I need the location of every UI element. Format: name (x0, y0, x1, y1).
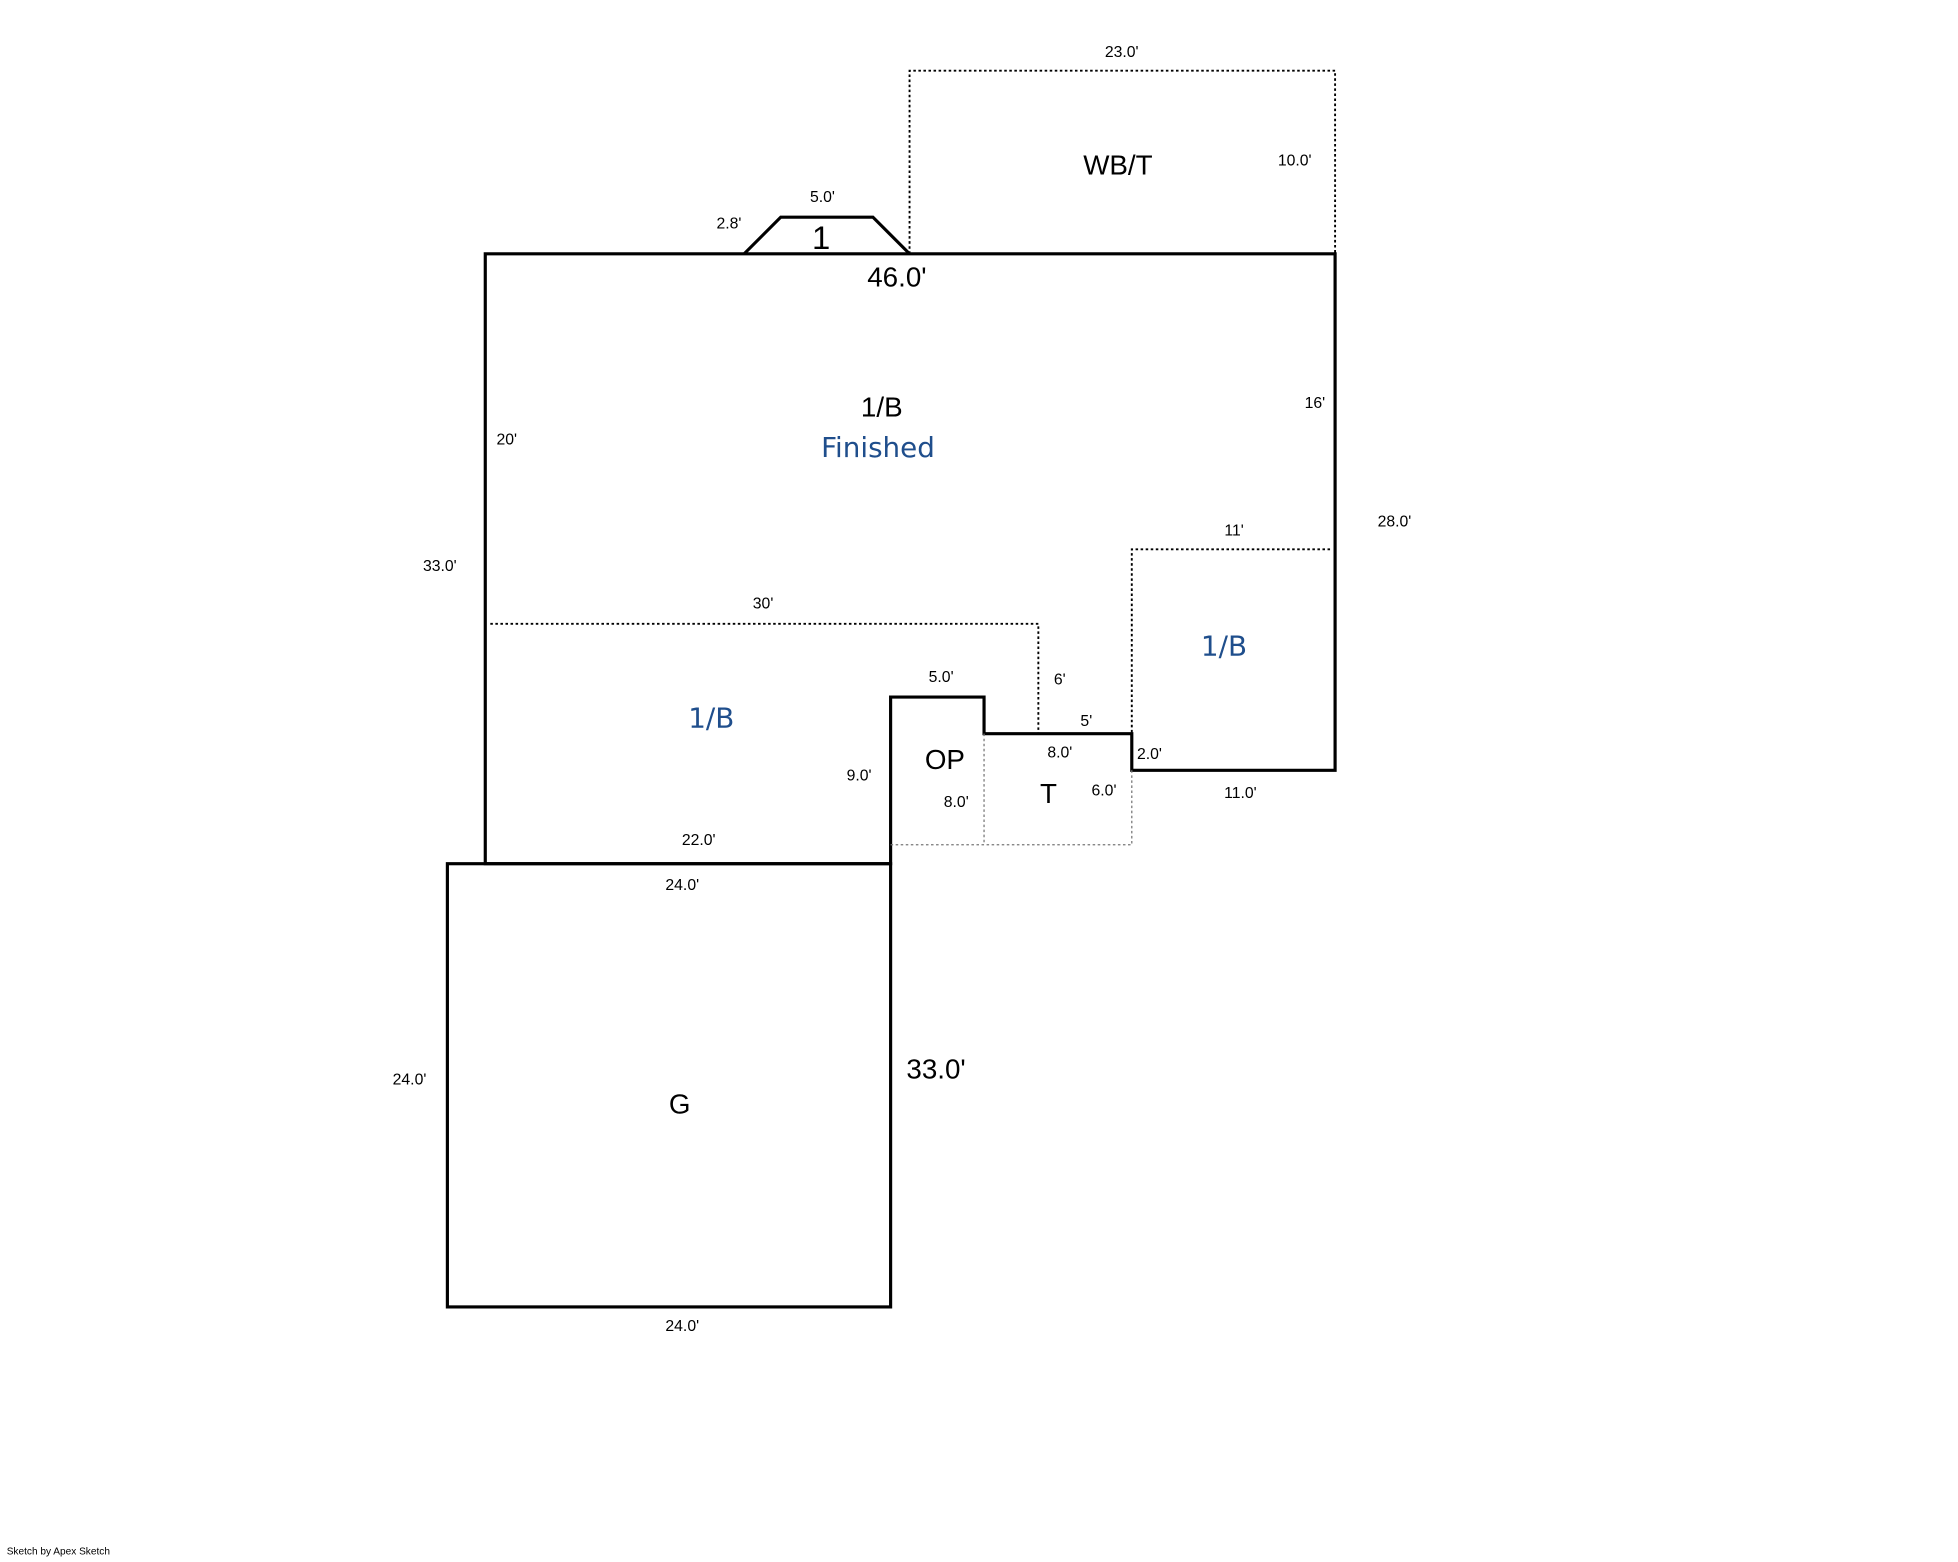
porch-label: OP (925, 744, 965, 775)
bay-outline (743, 215, 911, 255)
terrace-label: T (1040, 778, 1057, 809)
dim-terrace-side: 6.0' (1092, 783, 1117, 800)
dim-porch-inner: 8.0' (944, 794, 969, 811)
dim-deck-top: 23.0' (1105, 44, 1139, 61)
bay-label: 1 (812, 219, 830, 256)
dim-porch-top: 5.0' (929, 669, 954, 686)
dim-garage-top: 24.0' (665, 877, 699, 894)
dim-lower-top: 30' (753, 596, 774, 613)
dim-step-top: 5' (1080, 713, 1092, 730)
lower-left-area-label: 1/B (688, 701, 734, 734)
dim-bay-side: 2.8' (717, 216, 742, 233)
dim-main-left-inner: 20' (496, 431, 517, 448)
dim-main-right-inner: 16' (1305, 395, 1326, 412)
dim-main-top: 46.0' (867, 262, 926, 293)
deck-outline (908, 69, 1337, 254)
right-area-divider (1130, 548, 1331, 734)
dim-porch-left: 9.0' (847, 767, 872, 784)
dim-step-side: 2.0' (1137, 746, 1162, 763)
main-area-label: 1/B (861, 392, 903, 423)
dim-lower-bottom: 22.0' (682, 832, 716, 849)
porch-terrace-outline (890, 733, 1133, 846)
dim-right-bottom: 11.0' (1224, 785, 1257, 802)
dim-garage-bottom: 24.0' (665, 1318, 699, 1335)
lower-area-divider (490, 622, 1040, 734)
main-area-subtitle: Finished (821, 431, 935, 464)
dim-deck-side: 10.0' (1278, 152, 1312, 169)
dim-right-top: 11' (1224, 522, 1243, 539)
dim-garage-left: 24.0' (393, 1072, 427, 1089)
dim-main-right: 28.0' (1378, 514, 1412, 531)
garage-outline (445, 862, 893, 1309)
garage-label: G (669, 1089, 691, 1120)
dim-bay-top: 5.0' (810, 189, 835, 206)
dim-lower-right: 6' (1054, 671, 1066, 688)
dim-terrace-top: 8.0' (1047, 745, 1072, 762)
main-house-outline (483, 252, 1337, 866)
dimension-labels: 23.0' 10.0' 5.0' 2.8' 46.0' 20' 16' 33.0… (393, 44, 1412, 1335)
dim-main-left: 33.0' (423, 558, 457, 575)
right-area-label: 1/B (1201, 629, 1247, 662)
deck-label: WB/T (1083, 149, 1152, 180)
footer-credit: Sketch by Apex Sketch (7, 1546, 110, 1557)
dim-garage-right: 33.0' (906, 1053, 965, 1084)
